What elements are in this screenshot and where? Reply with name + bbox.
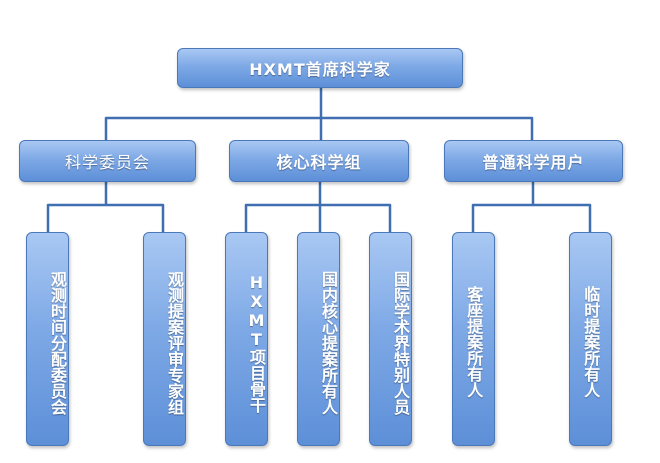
root-box: HXMT首席科学家: [177, 48, 463, 88]
leaf-box: 国际学术界特别人员: [369, 232, 412, 446]
group-label: 核心科学组: [276, 153, 362, 172]
group-label: 普通科学用户: [482, 153, 585, 172]
connector-group-3: [471, 182, 592, 232]
leaf-box: 国内核心提案所有人: [297, 232, 340, 446]
leaf-label: 观测提案评审专家组: [165, 271, 184, 415]
leaf-label: 国内核心提案所有人: [319, 271, 338, 415]
connector-group-2: [244, 182, 392, 232]
leaf-label: 临时提案所有人: [581, 286, 601, 398]
leaf-box: 观测提案评审专家组: [143, 232, 186, 446]
connector-root: [104, 88, 534, 140]
leaf-label: 观测时间分配委员会: [48, 271, 67, 415]
leaf-box: 客座提案所有人: [452, 232, 495, 446]
connector-group-1: [46, 182, 165, 232]
leaf-box: 临时提案所有人: [569, 232, 612, 446]
leaf-box: HXMT项目骨干: [225, 232, 268, 446]
root-label: HXMT首席科学家: [249, 60, 391, 79]
leaf-label: HXMT项目骨干: [247, 273, 266, 413]
leaf-label: 国际学术界特别人员: [391, 271, 410, 415]
group-box-core-science: 核心科学组: [229, 140, 409, 182]
group-box-science-committee: 科学委员会: [19, 140, 196, 182]
group-label: 科学委员会: [64, 153, 150, 172]
leaf-box: 观测时间分配委员会: [26, 232, 69, 446]
group-box-general-users: 普通科学用户: [444, 140, 623, 182]
leaf-label: 客座提案所有人: [464, 286, 484, 398]
